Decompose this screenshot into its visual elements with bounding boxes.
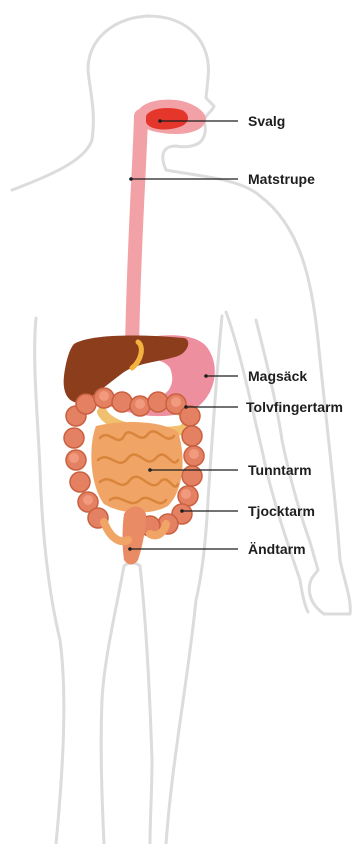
label-stomach: Magsäck xyxy=(248,368,307,384)
small-intestine xyxy=(91,422,182,513)
label-rectum: Ändtarm xyxy=(248,541,306,557)
label-large-intestine: Tjocktarm xyxy=(248,503,315,519)
label-esophagus: Matstrupe xyxy=(248,171,315,187)
label-small-intestine: Tunntarm xyxy=(248,462,312,478)
left-leg-inner-outline xyxy=(101,566,124,844)
rectum xyxy=(123,507,147,565)
label-pharynx: Svalg xyxy=(248,113,285,129)
label-duodenum: Tolvfingertarm xyxy=(246,399,343,415)
esophagus xyxy=(132,116,141,348)
right-leg-inner-outline xyxy=(140,566,152,844)
pharynx xyxy=(136,100,206,134)
left-torso-outline xyxy=(35,318,64,844)
